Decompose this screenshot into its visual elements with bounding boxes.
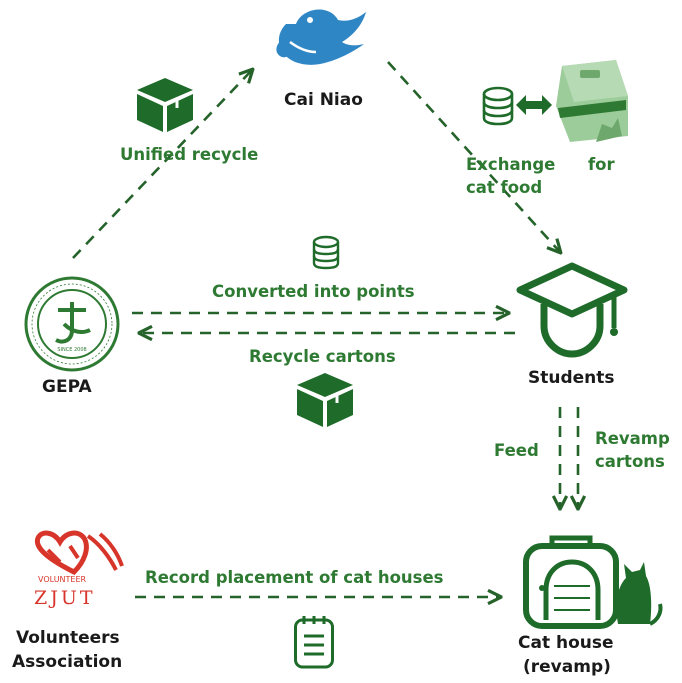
clipboard-icon xyxy=(294,616,334,669)
record-placement-label: Record placement of cat houses xyxy=(145,568,444,587)
cat-house-label: Cat house xyxy=(518,633,614,653)
coins-icon xyxy=(312,235,340,270)
feed-label: Feed xyxy=(494,441,539,460)
edge-cainiao-to-students xyxy=(387,61,560,252)
gepa-seal-logo-icon: SINCE 2008 xyxy=(24,276,120,372)
cai-niao-label: Cai Niao xyxy=(284,90,363,110)
zjut-volunteer-logo-icon: VOLUNTEER ZJUT xyxy=(34,530,124,609)
volunteer-logo-text: VOLUNTEER xyxy=(38,575,87,584)
edge-gepa-to-cainiao xyxy=(72,70,252,259)
bird-logo-icon xyxy=(276,9,366,65)
volunteers-label: Volunteers xyxy=(16,628,120,648)
association-label: Association xyxy=(12,652,122,672)
revamp-label: Revamp xyxy=(595,429,670,448)
food-bag-icon xyxy=(556,60,628,142)
cat-food-label: cat food xyxy=(466,178,542,197)
box-icon xyxy=(297,373,353,427)
coins-icon xyxy=(482,86,514,126)
recycle-cartons-label: Recycle cartons xyxy=(249,347,396,366)
gepa-label: GEPA xyxy=(42,377,92,397)
revamp-sub-label: (revamp) xyxy=(523,657,611,677)
unified-recycle-label: Unified recycle xyxy=(120,145,258,164)
box-icon xyxy=(137,78,193,132)
converted-points-label: Converted into points xyxy=(212,282,415,301)
cartons-label: cartons xyxy=(595,452,665,471)
exchange-label: Exchange xyxy=(466,155,555,174)
students-label: Students xyxy=(528,368,615,388)
graduation-cap-icon xyxy=(516,262,628,358)
swap-arrow-icon xyxy=(516,95,552,115)
exchange-for-label: for xyxy=(588,155,616,174)
gepa-seal-year-text: SINCE 2008 xyxy=(57,347,86,353)
zjut-logo-text: ZJUT xyxy=(34,587,96,609)
pet-carrier-cat-icon xyxy=(523,535,663,629)
